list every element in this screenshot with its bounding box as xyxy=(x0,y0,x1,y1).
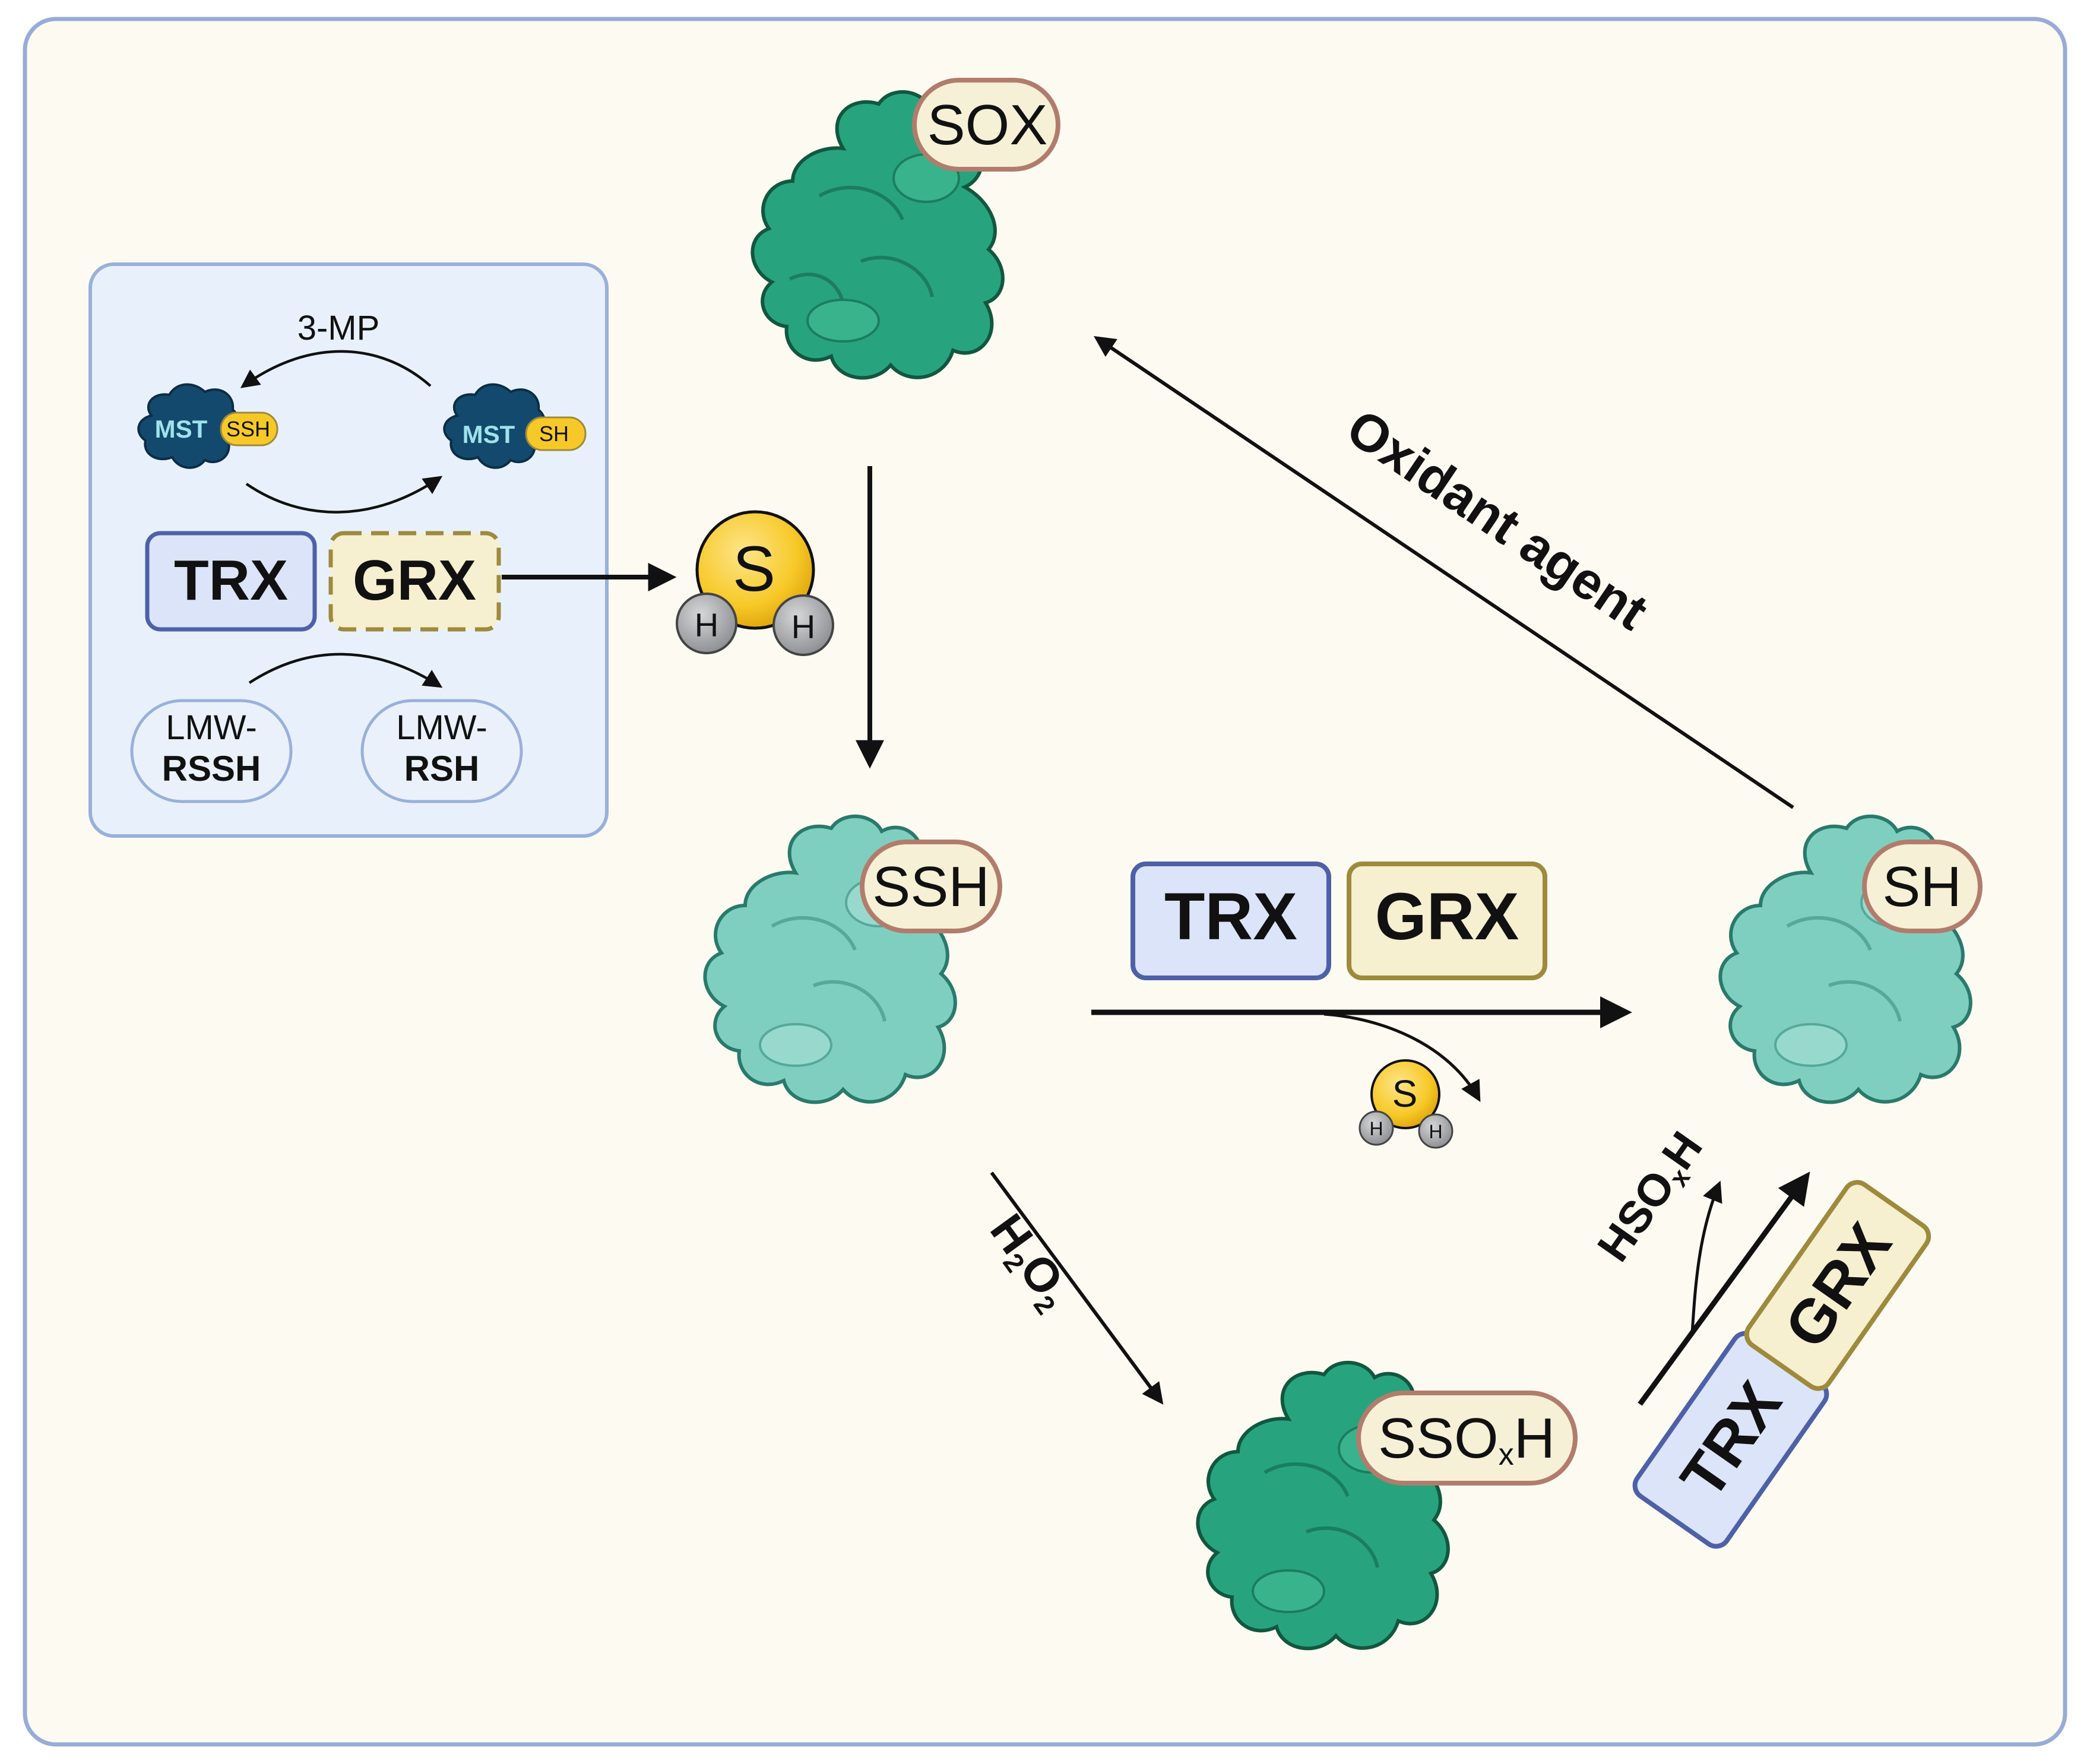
tag-ssoxh: SSOxH xyxy=(1378,1407,1555,1472)
arrow-oxidant xyxy=(1094,335,1794,809)
arrow-mst-regeneration xyxy=(245,476,443,514)
svg-text:LMW-: LMW- xyxy=(166,708,257,747)
svg-text:MST: MST xyxy=(463,420,515,448)
arrow-lmw xyxy=(248,653,443,688)
svg-text:H: H xyxy=(791,608,815,645)
mid-trx-box: TRX xyxy=(1130,862,1331,980)
protein-sh: SH xyxy=(1718,814,1983,1104)
arrow-h2s-release xyxy=(1323,1012,1481,1103)
svg-text:TRX: TRX xyxy=(1164,879,1297,954)
inset-panel: 3-MP MST SSH MST SH TRX GRX LM xyxy=(88,262,609,838)
svg-text:RSH: RSH xyxy=(404,749,480,788)
svg-text:GRX: GRX xyxy=(353,549,476,612)
svg-text:H: H xyxy=(695,606,718,644)
arrow-ssoxh-to-sh xyxy=(1638,1171,1810,1406)
protein-ssh: SSH xyxy=(703,814,1002,1104)
arrow-h2o2 xyxy=(990,1171,1164,1405)
svg-text:MST: MST xyxy=(155,415,208,443)
protein-sox: SOX xyxy=(750,78,1060,380)
mst-left: MST SSH xyxy=(137,383,278,469)
inset-trx-box: TRX xyxy=(145,531,317,632)
mst-right: MST SH xyxy=(443,383,587,469)
svg-text:H: H xyxy=(1429,1121,1442,1142)
inset-grx-box: GRX xyxy=(328,531,501,632)
arrow-hsoxh-release xyxy=(1690,1180,1722,1334)
svg-text:GRX: GRX xyxy=(1375,879,1519,954)
svg-text:RSSH: RSSH xyxy=(162,749,261,788)
tag-sox: SOX xyxy=(927,93,1048,157)
substrate-3mp-label: 3-MP xyxy=(297,309,380,347)
protein-ssoxh: SSOxH xyxy=(1196,1360,1578,1651)
svg-text:H: H xyxy=(1369,1118,1383,1139)
h2s-molecule-large: S H H xyxy=(676,510,834,656)
svg-text:TRX: TRX xyxy=(174,549,288,612)
svg-text:SSH: SSH xyxy=(226,417,270,441)
tag-sh: SH xyxy=(1882,855,1961,919)
svg-text:SH: SH xyxy=(539,422,569,446)
mid-grx-box: GRX xyxy=(1347,862,1547,980)
lmw-rssh: LMW- RSSH xyxy=(130,699,293,803)
svg-text:S: S xyxy=(1392,1072,1418,1115)
arrow-3mp xyxy=(240,350,432,388)
tag-ssh: SSH xyxy=(872,855,989,919)
svg-text:LMW-: LMW- xyxy=(396,708,487,747)
h2s-molecule-small: S H H xyxy=(1358,1059,1454,1149)
lmw-rsh: LMW- RSH xyxy=(360,699,523,803)
svg-text:S: S xyxy=(733,533,775,604)
